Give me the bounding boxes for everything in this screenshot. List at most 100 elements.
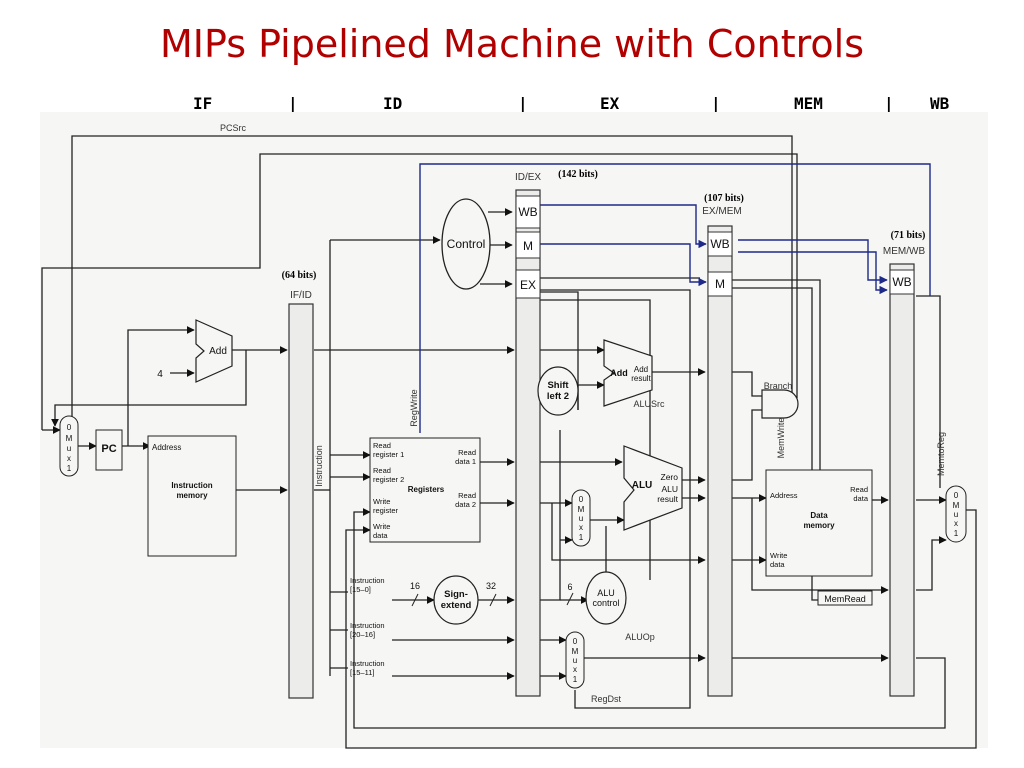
instr-15-0-label: Instruction xyxy=(350,576,385,585)
alu-result-label: ALU xyxy=(661,484,678,494)
read-reg1-label: Read xyxy=(373,441,391,450)
stage-separator: | xyxy=(288,94,298,113)
idex-ex-field xyxy=(515,269,541,299)
idex-wb-label: WB xyxy=(518,205,537,219)
exmem-bits: (107 bits) xyxy=(704,193,744,204)
diagram-background xyxy=(40,112,988,748)
idex-wb-field xyxy=(515,195,541,229)
data-mem-write-data: Write xyxy=(770,551,787,560)
stage-separator: | xyxy=(518,94,528,113)
branch-adder xyxy=(603,339,653,407)
alu xyxy=(623,445,683,531)
regdst-label: RegDst xyxy=(591,694,622,704)
pc-adder xyxy=(195,319,233,383)
mux-label-x: x xyxy=(954,519,958,528)
alusrc-label: ALUSrc xyxy=(633,399,665,409)
instr-15-11-label: Instruction xyxy=(350,659,385,668)
mux-label-1: 1 xyxy=(573,675,578,684)
read-reg2-label: register 2 xyxy=(373,475,404,484)
pc-mux xyxy=(59,415,79,477)
alusrc-mux xyxy=(571,489,591,547)
exmem-m-label: M xyxy=(715,277,725,291)
stage-label-if: IF xyxy=(193,94,213,113)
alu-result-label: result xyxy=(657,494,678,504)
pc-adder-label: Add xyxy=(209,346,227,357)
read-reg1-label: register 1 xyxy=(373,450,404,459)
register-file xyxy=(369,437,481,543)
pc-label: PC xyxy=(101,443,116,455)
mux-label-1: 1 xyxy=(954,529,959,538)
write-reg-label: Write xyxy=(373,497,390,506)
idex-bits: (142 bits) xyxy=(558,169,598,180)
instr-20-16-label: Instruction xyxy=(350,621,385,630)
sign-extend-unit xyxy=(433,575,479,625)
read-data2-label: Read xyxy=(458,491,476,500)
idex-m-label: M xyxy=(523,239,533,253)
ifid-label: IF/ID xyxy=(290,290,312,301)
exmem-label: EX/MEM xyxy=(702,206,741,217)
mux-label-1: 1 xyxy=(579,533,584,542)
idex-register xyxy=(515,189,541,697)
mux-label-u: u xyxy=(954,510,958,519)
read-data1-label: Read xyxy=(458,448,476,457)
instruction-memory xyxy=(147,435,237,557)
mux-label-m: M xyxy=(572,647,579,656)
idex-label: ID/EX xyxy=(515,172,541,183)
alu-control-unit xyxy=(585,571,627,625)
exmem-wb-label: WB xyxy=(710,237,729,251)
data-memory xyxy=(765,469,873,577)
write-data-label: Write xyxy=(373,522,390,531)
instr-mem-address: Address xyxy=(152,443,181,452)
memwb-bits: (71 bits) xyxy=(891,230,926,241)
memread-label: MemRead xyxy=(824,594,866,604)
alu-control-label: control xyxy=(592,598,619,608)
stage-separator: | xyxy=(711,94,721,113)
control-label: Control xyxy=(447,237,486,251)
write-data-label: data xyxy=(373,531,388,540)
instr-20-16-label: [20–16] xyxy=(350,630,375,639)
data-mem-write-data: data xyxy=(770,560,785,569)
mux-label-u: u xyxy=(573,656,577,665)
memread-box xyxy=(817,590,873,606)
read-data2-label: data 2 xyxy=(455,500,476,509)
mux-label-m: M xyxy=(578,505,585,514)
mux-label-0: 0 xyxy=(573,637,578,646)
mux-label-x: x xyxy=(573,665,577,674)
branch-adder-result: result xyxy=(631,374,651,383)
memwb-wb-field xyxy=(889,269,915,295)
shift-left-2-label: Shift xyxy=(547,380,569,391)
regdst-mux xyxy=(565,631,585,689)
registers-title: Registers xyxy=(408,485,445,494)
alu-zero-label: Zero xyxy=(661,472,679,482)
mux-label-m: M xyxy=(66,434,73,443)
pcsrc-label: PCSrc xyxy=(220,123,247,133)
memwb-wb-label: WB xyxy=(892,275,911,289)
stage-label-ex: EX xyxy=(600,94,620,113)
control-unit xyxy=(441,198,491,290)
pc-register xyxy=(95,429,123,471)
ifid-bits: (64 bits) xyxy=(282,270,317,281)
branch-label: Branch xyxy=(764,381,793,391)
instr-15-0-label: [15–0] xyxy=(350,585,371,594)
branch-adder-label: Add xyxy=(610,368,628,378)
instr-mem-title-1: Instruction xyxy=(171,481,212,490)
memwb-label: MEM/WB xyxy=(883,246,926,257)
exmem-wb-field xyxy=(707,231,733,257)
width-32-label: 32 xyxy=(486,581,496,591)
instruction-label: Instruction xyxy=(314,445,324,487)
exmem-register xyxy=(707,225,733,697)
instr-15-11-label: [15–11] xyxy=(350,668,374,677)
data-mem-title: Data xyxy=(810,511,828,520)
memtoreg-mux xyxy=(945,485,967,543)
read-data1-label: data 1 xyxy=(455,457,476,466)
mux-label-m: M xyxy=(953,501,960,510)
mux-label-x: x xyxy=(67,454,71,463)
shift-left-2-label: left 2 xyxy=(547,391,569,402)
instr-mem-title-2: memory xyxy=(176,491,208,500)
idex-ex-label: EX xyxy=(520,278,536,292)
regwrite-label: RegWrite xyxy=(409,389,419,426)
stage-label-wb: WB xyxy=(930,94,950,113)
mux-label-1: 1 xyxy=(67,464,72,473)
width-16-label: 16 xyxy=(410,581,420,591)
aluop-label: ALUOp xyxy=(625,632,655,642)
